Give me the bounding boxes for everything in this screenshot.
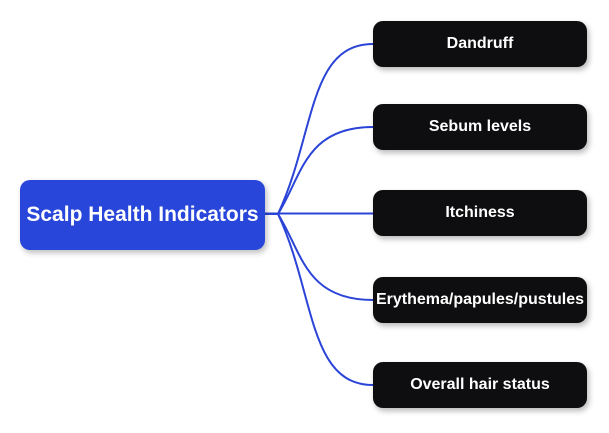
child-node-sebum-levels[interactable]: Sebum levels <box>373 104 587 150</box>
child-node-label: Erythema/papules/pustules <box>375 291 585 308</box>
child-node-dandruff[interactable]: Dandruff <box>373 21 587 67</box>
child-node-overall-hair-status[interactable]: Overall hair status <box>373 362 587 408</box>
root-node-label: Scalp Health Indicators <box>26 203 259 226</box>
child-node-label: Sebum levels <box>428 118 532 135</box>
connector-sebum <box>264 126 374 215</box>
child-node-erythema-papules-pustules[interactable]: Erythema/papules/pustules <box>373 277 587 323</box>
connector-dandruff <box>264 43 374 215</box>
root-node-scalp-health-indicators[interactable]: Scalp Health Indicators <box>20 180 265 250</box>
child-node-label: Dandruff <box>446 35 514 52</box>
child-node-itchiness[interactable]: Itchiness <box>373 190 587 236</box>
child-node-label: Itchiness <box>445 204 515 221</box>
child-node-label: Overall hair status <box>410 376 550 393</box>
connector-overall <box>264 213 374 386</box>
connector-erythema <box>264 213 374 301</box>
